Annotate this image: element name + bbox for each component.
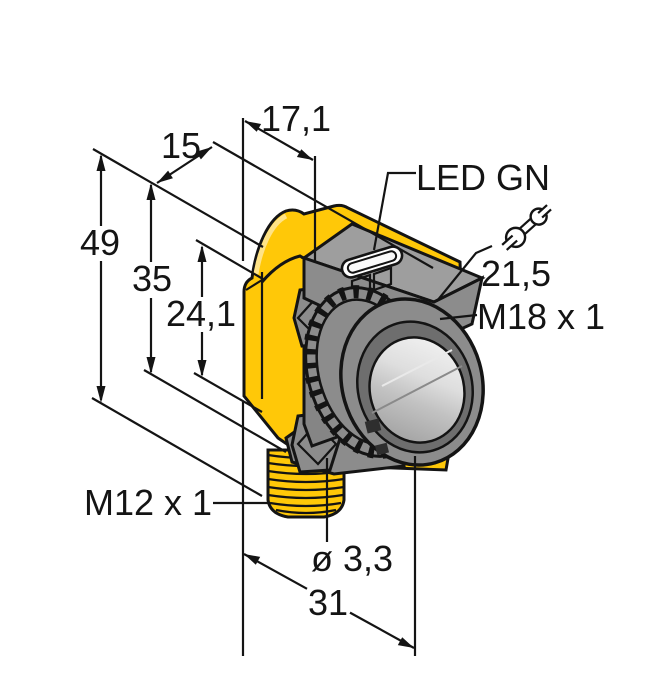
wrench-size-callout: 21,5	[436, 244, 551, 302]
led-label: LED GN	[416, 157, 550, 198]
dim-hole-diameter: ø 3,3	[311, 458, 393, 579]
sensor-head-front	[339, 297, 485, 467]
dim-hole-spacing-label: 24,1	[166, 293, 236, 334]
lens-streak	[381, 349, 453, 387]
front-thread-label: M18 x 1	[477, 296, 605, 337]
housing-highlight	[253, 213, 288, 275]
bezel-clip-lower	[374, 442, 390, 456]
dim-total-height-label: 49	[80, 222, 120, 263]
cap-vent-right	[372, 266, 393, 292]
dim-total-height: 49	[80, 154, 120, 403]
ext-body-bottom-plane	[143, 369, 287, 453]
dim-head-depth-label: 17,1	[261, 98, 331, 139]
dim-body-depth: 15	[156, 125, 213, 184]
dim-body-height: 35	[132, 183, 172, 374]
housing-front-top-edge	[260, 254, 354, 290]
dim-body-depth-label: 15	[161, 125, 201, 166]
ext-top-back-plane	[212, 141, 434, 269]
dim-hole-diameter-label: ø 3,3	[311, 538, 393, 579]
connector-thread-callout: M12 x 1	[84, 482, 268, 523]
dim-width: 31	[243, 553, 415, 649]
wrench-icon	[501, 204, 552, 251]
dim-head-depth: 17,1	[244, 98, 331, 161]
ext-bottom-plane	[91, 397, 263, 497]
ext-hole-lower-plane	[193, 372, 263, 413]
dim-body-height-label: 35	[132, 258, 172, 299]
ext-top-plane	[92, 148, 264, 248]
lens-seam	[371, 365, 463, 414]
led-callout: LED GN	[372, 157, 550, 251]
connector-thread-label: M12 x 1	[84, 482, 212, 523]
dim-hole-spacing: 24,1	[166, 245, 236, 377]
extension-lines	[91, 118, 434, 656]
led-window	[340, 245, 404, 279]
ext-hole-upper-plane	[195, 239, 264, 280]
bezel-clip-upper	[364, 418, 382, 434]
dim-wrench-size-label: 21,5	[481, 253, 551, 294]
front-thread-callout: M18 x 1	[439, 296, 605, 337]
sensor-illustration	[242, 203, 486, 519]
dimension-layer: 49 35 24,1 15 17,1	[80, 98, 605, 656]
dim-width-label: 31	[308, 582, 348, 623]
housing-top-corner-edge	[245, 279, 263, 291]
